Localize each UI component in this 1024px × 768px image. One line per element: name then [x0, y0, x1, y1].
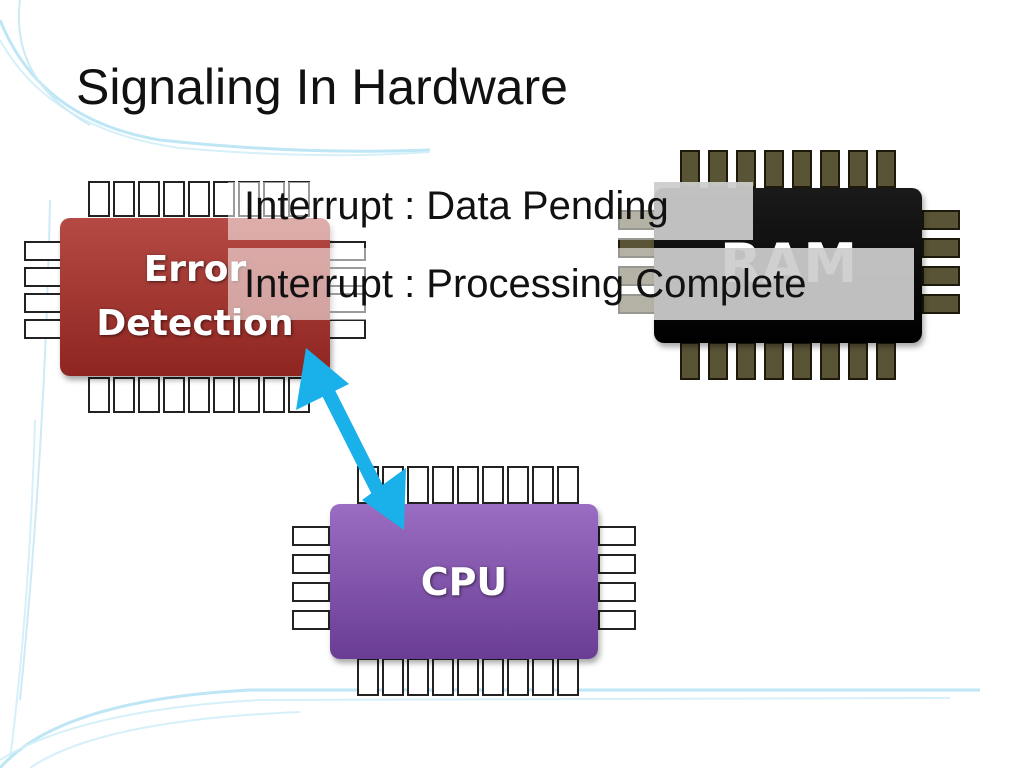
chip-pin	[598, 582, 636, 602]
interrupt-message-data-pending: Interrupt : Data Pending	[244, 184, 669, 228]
cpu-chip-body: CPU	[330, 504, 598, 659]
chip-pin	[138, 181, 160, 217]
chip-pin	[482, 658, 504, 696]
chip-pin	[292, 582, 330, 602]
chip-pin	[263, 377, 285, 413]
interrupt-message-processing-complete: Interrupt : Processing Complete	[244, 262, 807, 306]
chip-pin	[848, 342, 868, 380]
chip-pin	[876, 150, 896, 188]
chip-pin	[922, 210, 960, 230]
chip-pin	[820, 150, 840, 188]
chip-pin	[88, 377, 110, 413]
chip-pin	[557, 466, 579, 504]
chip-pin	[407, 466, 429, 504]
chip-pin	[457, 466, 479, 504]
chip-pin	[88, 181, 110, 217]
message-highlight	[654, 248, 914, 320]
chip-pin	[163, 377, 185, 413]
chip-pin	[532, 466, 554, 504]
chip-pin	[382, 658, 404, 696]
slide-title: Signaling In Hardware	[76, 59, 568, 115]
chip-pin	[922, 266, 960, 286]
chip-pin	[922, 294, 960, 314]
chip-pin	[680, 342, 700, 380]
chip-pin	[598, 526, 636, 546]
chip-pin	[598, 610, 636, 630]
chip-pin	[820, 342, 840, 380]
message-highlight	[654, 182, 753, 240]
chip-pin	[482, 466, 504, 504]
chip-pin	[922, 238, 960, 258]
chip-pin	[213, 377, 235, 413]
chip-pin	[432, 658, 454, 696]
chip-pin	[138, 377, 160, 413]
chip-pin	[507, 466, 529, 504]
chip-pin	[848, 150, 868, 188]
chip-pin	[792, 342, 812, 380]
chip-pin	[292, 526, 330, 546]
chip-pin	[113, 181, 135, 217]
chip-pin	[507, 658, 529, 696]
chip-pin	[532, 658, 554, 696]
chip-pin	[764, 150, 784, 188]
chip-pin	[792, 150, 812, 188]
chip-pin	[238, 377, 260, 413]
chip-pin	[407, 658, 429, 696]
chip-pin	[292, 554, 330, 574]
chip-pin	[113, 377, 135, 413]
chip-pin	[357, 658, 379, 696]
chip-pin	[708, 342, 728, 380]
chip-pin	[432, 466, 454, 504]
chip-pin	[736, 342, 756, 380]
chip-pin	[764, 342, 784, 380]
chip-pin	[163, 181, 185, 217]
chip-pin	[292, 610, 330, 630]
chip-pin	[598, 554, 636, 574]
chip-pin	[557, 658, 579, 696]
chip-pin	[188, 181, 210, 217]
chip-pin	[457, 658, 479, 696]
chip-pin	[188, 377, 210, 413]
chip-pin	[876, 342, 896, 380]
cpu-label: CPU	[420, 559, 508, 604]
